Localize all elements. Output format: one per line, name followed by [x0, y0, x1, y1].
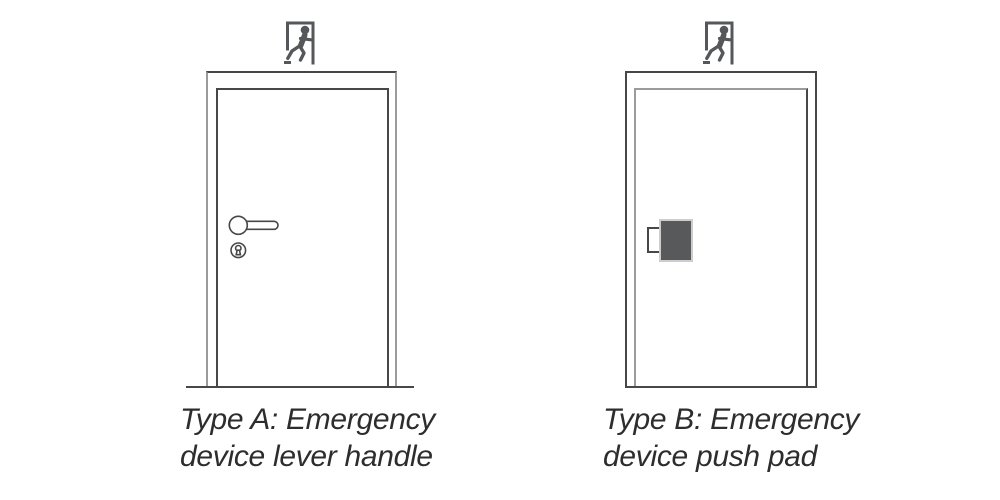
door-frame-type-b [625, 71, 817, 388]
door-leaf-type-b [634, 88, 808, 386]
door-frame-type-a [206, 71, 397, 388]
lever-handle-icon [226, 212, 282, 260]
emergency-exit-running-man-icon [284, 20, 324, 66]
lever-handle-glyph [228, 215, 279, 259]
emergency-exit-running-man-icon [703, 20, 743, 66]
caption-type-a-line2: device lever handle [180, 440, 433, 473]
caption-type-b: Type B: Emergency device push pad [603, 401, 859, 475]
running-man-exit-glyph [284, 21, 315, 65]
push-pad-icon [659, 219, 693, 262]
floor-line [186, 386, 414, 388]
running-man-exit-glyph [703, 21, 734, 65]
door-leaf-type-a [216, 88, 389, 388]
caption-type-a-line1: Type A: Emergency [180, 403, 435, 436]
caption-type-a: Type A: Emergency device lever handle [180, 401, 435, 475]
caption-type-b-line2: device push pad [603, 440, 817, 473]
caption-type-b-line1: Type B: Emergency [603, 403, 860, 436]
